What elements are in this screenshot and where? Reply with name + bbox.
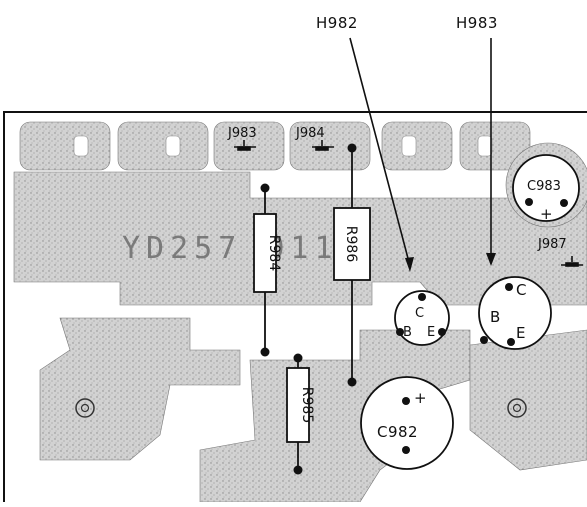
label-r985: R985 (299, 387, 315, 423)
h983-pin-e: E (516, 324, 526, 342)
board-marking: YD257 0112 (122, 231, 363, 266)
jumper-j987 (561, 256, 583, 267)
label-j987: J987 (537, 237, 567, 252)
capacitor-c983: C983 + (512, 154, 580, 223)
copper-pad-top-3 (213, 121, 285, 171)
mount-hole-right (507, 398, 527, 418)
callout-h983: H983 (456, 14, 498, 32)
h982-pin-c: C (415, 306, 424, 321)
callout-h982: H982 (316, 14, 358, 32)
c982-polarity: + (414, 389, 427, 407)
mounting-holes (75, 398, 527, 418)
copper-pad-top-4 (289, 121, 371, 171)
copper-pad-top-6 (459, 121, 531, 171)
copper-pad-top-1 (19, 121, 111, 171)
h983-pin-c: C (516, 281, 527, 299)
capacitor-c982: + C982 (360, 376, 454, 470)
copper-pad-top-5 (381, 121, 453, 171)
mount-hole-left (75, 398, 95, 418)
label-c982: C982 (377, 423, 418, 441)
jumper-j984 (312, 140, 334, 151)
h983-pin-b: B (490, 308, 501, 326)
transistor-h982: C B E (394, 290, 450, 346)
label-r984: R984 (266, 235, 282, 272)
label-j983: J983 (227, 126, 257, 141)
h982-pin-b: B (403, 325, 412, 340)
resistor-r986: R986 (333, 143, 371, 387)
board-cutouts (73, 135, 493, 157)
transistor-h983: C B E (478, 276, 552, 350)
copper-areas (13, 121, 587, 503)
copper-pad-top-2 (117, 121, 209, 171)
copper-lower-left (39, 317, 241, 461)
c983-polarity: + (540, 205, 553, 223)
resistor-r985: R985 (286, 353, 315, 475)
h982-pin-e: E (427, 325, 435, 340)
leader-h982 (349, 37, 411, 267)
label-c983: C983 (527, 179, 561, 194)
copper-lower-right (469, 329, 587, 471)
label-r986: R986 (343, 226, 359, 263)
resistor-r984: R984 (253, 183, 282, 357)
jumper-j983 (234, 140, 256, 151)
label-j984: J984 (295, 126, 325, 141)
